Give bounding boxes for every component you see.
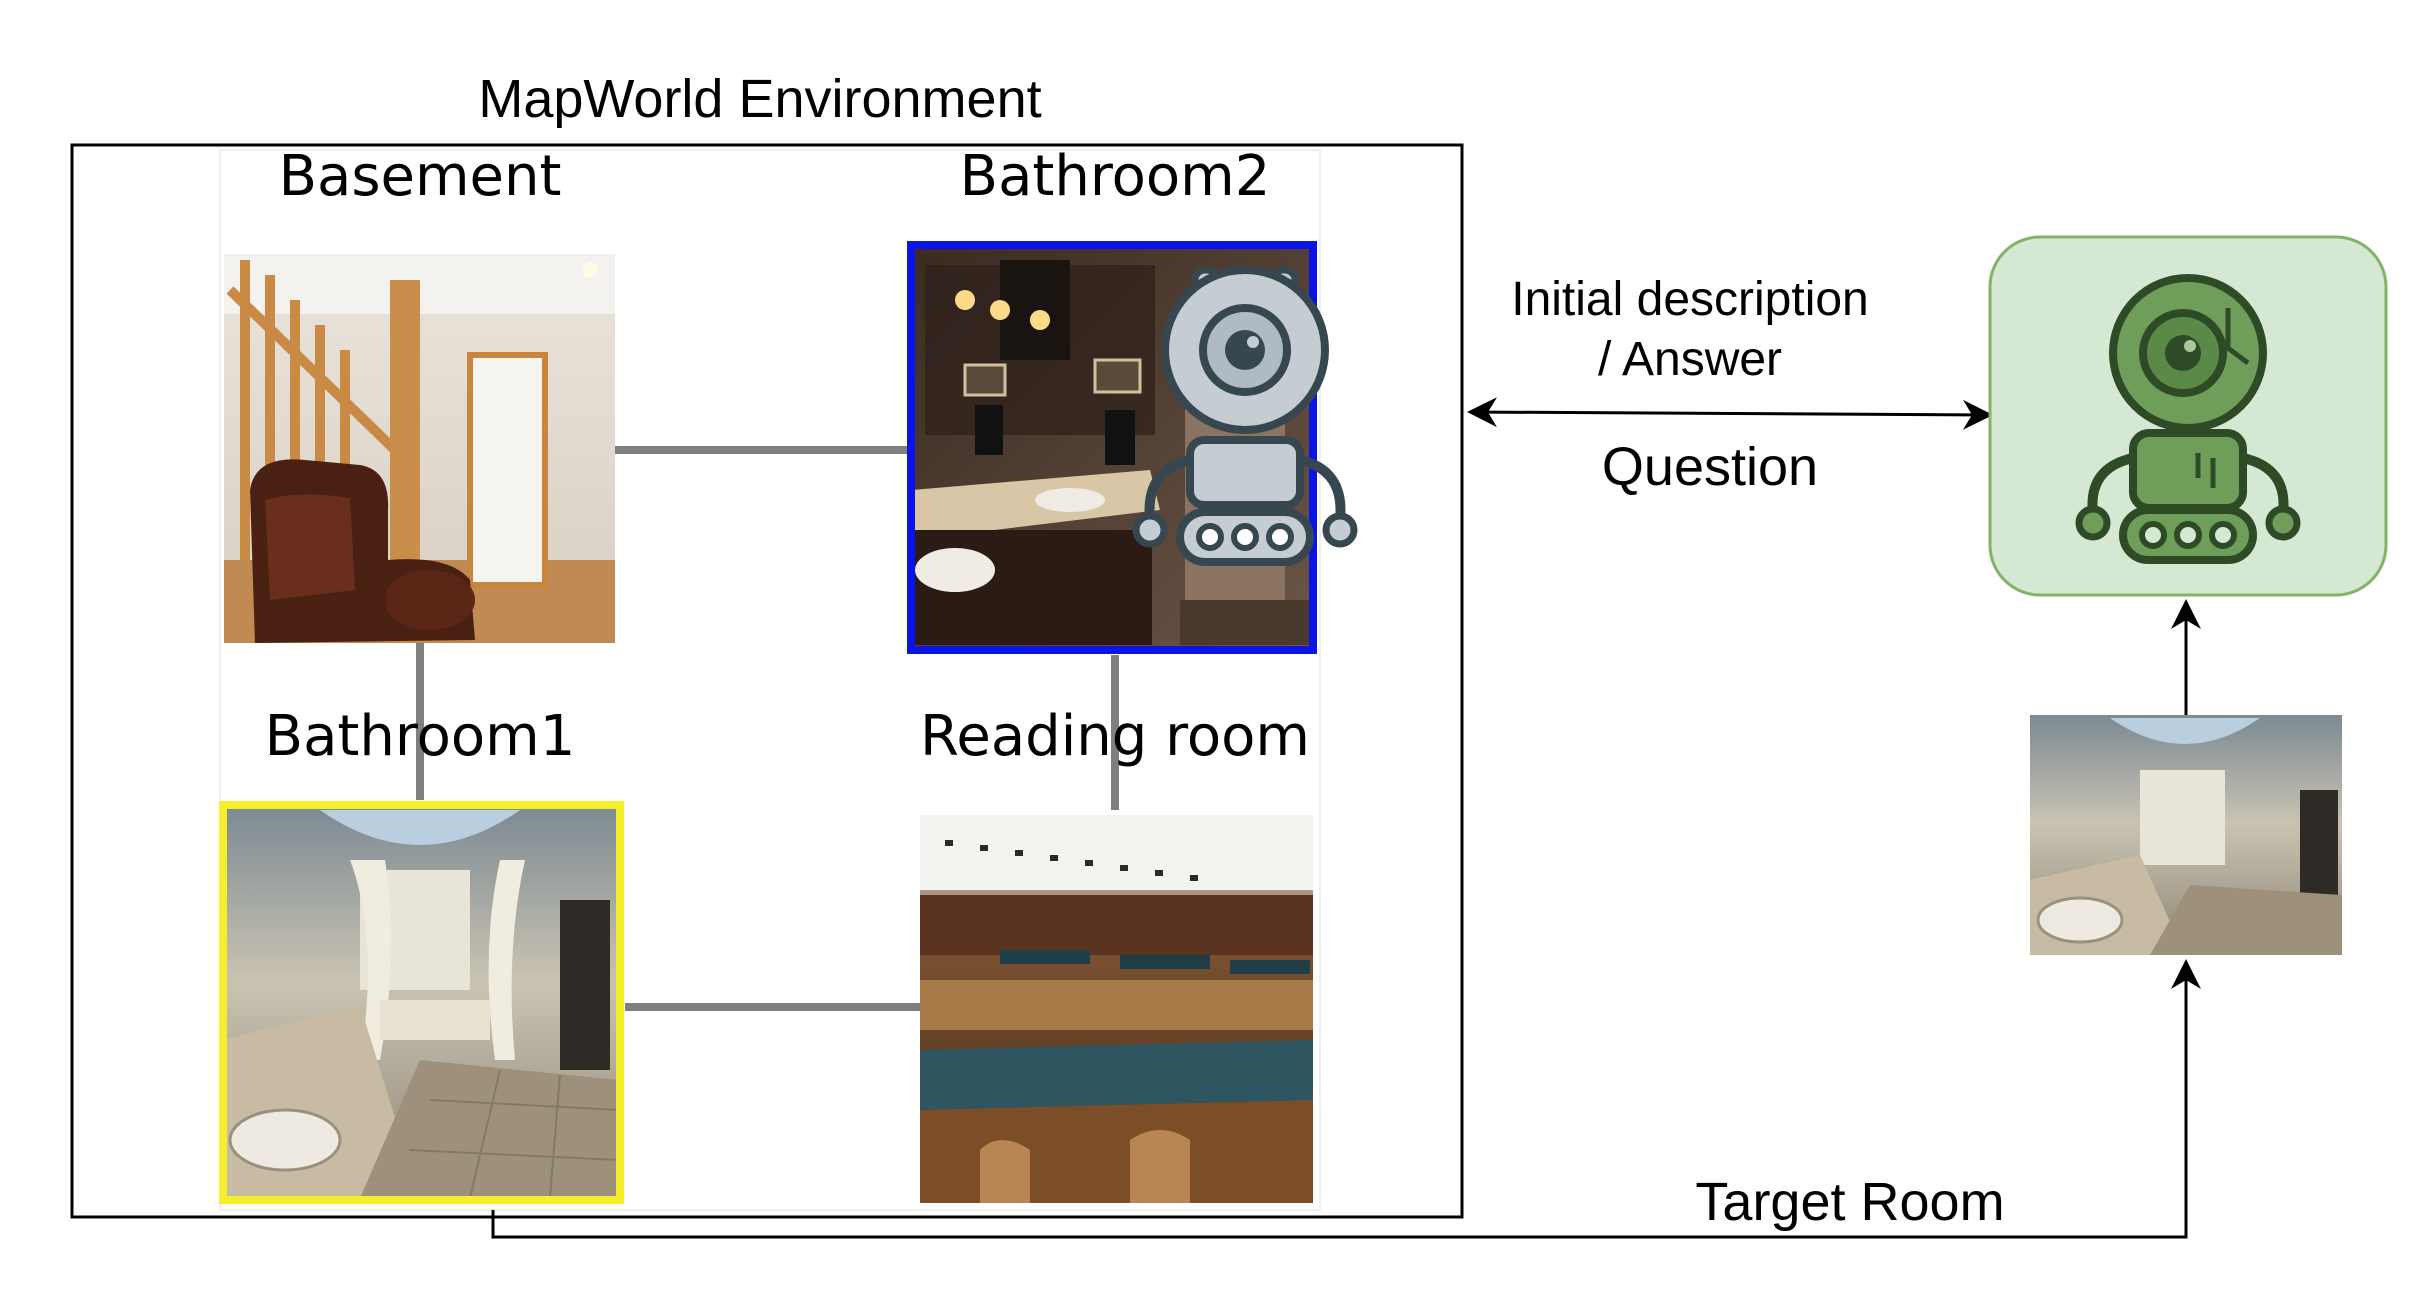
room-connections [416,446,1119,1011]
message-answer: / Answer [1598,333,1782,386]
current-room-border [907,241,1317,654]
message-question: Question [1602,437,1818,497]
target-room-path [491,959,2201,1239]
room-label-basement: Basement [279,144,562,209]
target-room-border [219,801,624,1204]
bathroom1-photo [224,805,620,1199]
room-label-bathroom1: Bathroom1 [265,704,576,769]
guide-robot-icon [2075,274,2301,564]
communication-arrow [1467,397,1993,430]
room-label-bathroom2: Bathroom2 [960,144,1271,209]
explorer-robot-icon [1132,266,1358,566]
target-room-thumbnail [2030,715,2342,955]
basement-photo [224,254,615,643]
target-room-label: Target Room [1695,1172,2004,1232]
diagram-title: MapWorld Environment [478,69,1041,129]
message-initial-description: Initial description [1511,273,1869,326]
room-label-reading-room: Reading room [920,704,1310,769]
reading-room-photo [920,815,1313,1203]
